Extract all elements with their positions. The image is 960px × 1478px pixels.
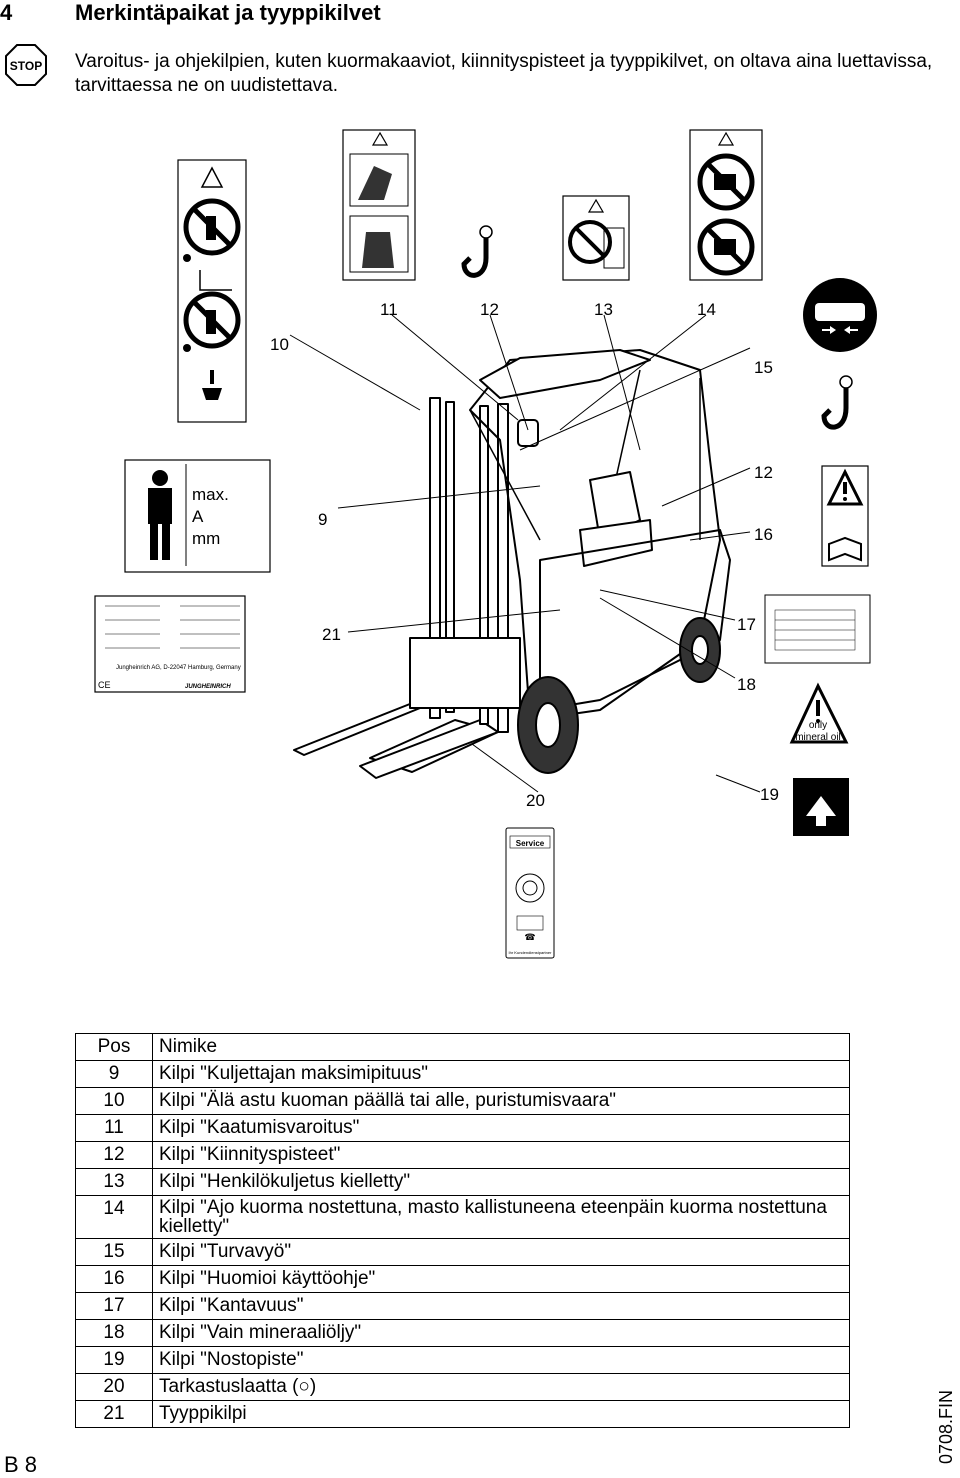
- forklift-drawing: [293, 349, 731, 779]
- row-pos: 9: [75, 1060, 153, 1088]
- callout-12-top: 12: [480, 300, 499, 319]
- oil-line1: only: [809, 720, 827, 731]
- row-pos: 11: [75, 1114, 153, 1142]
- row-name: Kilpi "Nostopiste": [152, 1346, 850, 1374]
- callout-13: 13: [594, 300, 613, 319]
- header-name: Nimike: [152, 1033, 850, 1061]
- callout-10: 10: [270, 335, 289, 354]
- sign-11: [342, 129, 416, 281]
- stop-label: STOP: [10, 59, 42, 73]
- row-name: Kilpi "Huomioi käyttöohje": [152, 1265, 850, 1293]
- row-pos: 14: [75, 1195, 153, 1239]
- callout-numbers: 10 11 12 13 14 15 12 9 16 21 17 18 20 19: [270, 300, 779, 810]
- sign-13: [562, 195, 630, 281]
- a-label: A: [192, 507, 204, 526]
- row-name: Kilpi "Kaatumisvaroitus": [152, 1114, 850, 1142]
- callout-14: 14: [697, 300, 716, 319]
- row-name: Kilpi "Vain mineraaliöljy": [152, 1319, 850, 1347]
- row-name: Kilpi "Kuljettajan maksimipituus": [152, 1060, 850, 1088]
- hook-icon-right: [821, 375, 853, 430]
- seatbelt-icon: [803, 278, 877, 352]
- sign-17-capacity: [764, 594, 871, 664]
- manufacturer-text: Jungheinrich AG, D-22047 Hamburg, German…: [116, 665, 241, 671]
- callout-15: 15: [754, 358, 773, 377]
- sign-19-lifting-point: [793, 778, 849, 836]
- sign-9-driver-height: max. A mm: [124, 459, 271, 573]
- callout-16: 16: [754, 525, 773, 544]
- callout-18: 18: [737, 675, 756, 694]
- callout-17: 17: [737, 615, 756, 634]
- callout-12-right: 12: [754, 463, 773, 482]
- phone-icon: ☎: [524, 932, 535, 942]
- chapter-title: Merkintäpaikat ja tyyppikilvet: [75, 0, 381, 25]
- document-code-text: 0708.FIN: [936, 1389, 956, 1464]
- callout-21: 21: [322, 625, 341, 644]
- service-label: Service ☎ Ihr Kundendienstpartner: [505, 827, 555, 959]
- row-pos: 13: [75, 1168, 153, 1196]
- chapter-number: 4: [0, 0, 13, 25]
- callout-9: 9: [318, 510, 327, 529]
- service-title: Service: [516, 839, 545, 848]
- row-name: Kilpi "Turvavyö": [152, 1238, 850, 1266]
- callout-20: 20: [526, 791, 545, 810]
- oil-line2: mineral oil: [795, 732, 841, 743]
- row-pos: 18: [75, 1319, 153, 1347]
- forklift-figure: max. A mm Jungheinrich AG, D-22047 Hambu…: [94, 129, 877, 959]
- page-number: B 8: [4, 1452, 38, 1477]
- sign-10: [177, 159, 247, 423]
- row-pos: 16: [75, 1265, 153, 1293]
- row-pos: 17: [75, 1292, 153, 1320]
- row-name: Tarkastuslaatta (○): [152, 1373, 850, 1401]
- row-name: Kilpi "Ajo kuorma nostettuna, masto kall…: [152, 1195, 850, 1239]
- service-footer: Ihr Kundendienstpartner: [509, 950, 553, 955]
- document-code: 0708.FIN: [930, 1360, 960, 1470]
- row-name: Tyyppikilpi: [152, 1400, 850, 1428]
- sign-14: [689, 129, 763, 281]
- row-name: Kilpi "Kiinnityspisteet": [152, 1141, 850, 1169]
- row-pos: 19: [75, 1346, 153, 1374]
- intro-text: Varoitus- ja ohjekilpien, kuten kuormaka…: [75, 51, 933, 96]
- type-plate: Jungheinrich AG, D-22047 Hamburg, German…: [94, 595, 246, 693]
- row-pos: 21: [75, 1400, 153, 1428]
- callout-19: 19: [760, 785, 779, 804]
- sign-18-mineral-oil: only mineral oil: [789, 682, 849, 744]
- row-name: Kilpi "Kantavuus": [152, 1292, 850, 1320]
- row-pos: 12: [75, 1141, 153, 1169]
- row-pos: 15: [75, 1238, 153, 1266]
- max-label: max.: [192, 485, 229, 504]
- mm-label: mm: [192, 529, 220, 548]
- sign-16-manual: [821, 465, 869, 567]
- leader-lines: [289, 314, 761, 793]
- brand-text: JUNGHEINRICH: [185, 684, 231, 690]
- row-pos: 20: [75, 1373, 153, 1401]
- hook-icon-12: [461, 225, 493, 278]
- row-pos: 10: [75, 1087, 153, 1115]
- stop-sign-icon: STOP: [5, 44, 47, 86]
- ce-mark: CE: [98, 680, 111, 690]
- header-pos: Pos: [75, 1033, 153, 1061]
- row-name: Kilpi "Henkilökuljetus kielletty": [152, 1168, 850, 1196]
- callout-11: 11: [380, 300, 398, 319]
- table-header-row: Pos Nimike: [75, 1033, 850, 1061]
- row-name: Kilpi "Älä astu kuoman päällä tai alle, …: [152, 1087, 850, 1115]
